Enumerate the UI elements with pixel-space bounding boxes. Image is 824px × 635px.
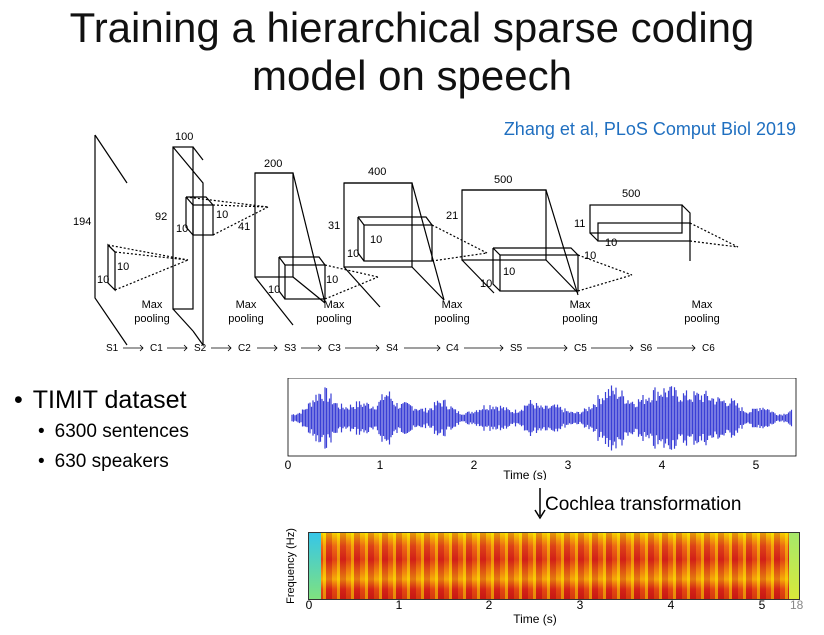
stage-label-4: C2 bbox=[238, 343, 251, 354]
slide-title: Training a hierarchical sparse coding mo… bbox=[0, 4, 824, 100]
layer-3-top-label: 400 bbox=[368, 166, 386, 178]
waveform-tick-1: 1 bbox=[377, 458, 384, 472]
layer-4-side-label: 21 bbox=[446, 210, 458, 222]
bullet-speakers: 630 speakers bbox=[38, 451, 189, 473]
stage-sequence: S1 C1 S2 C2 S3 C3 S4 C4 S5 C5 S6 C6 bbox=[106, 343, 715, 354]
spectrogram-xlabel: Time (s) bbox=[513, 612, 557, 626]
network-drawing bbox=[94, 134, 739, 347]
layer-4-filter-a: 10 bbox=[480, 278, 492, 290]
layer-1-filter-b: 10 bbox=[216, 209, 228, 221]
waveform-ticks: 0 1 2 3 4 5 bbox=[285, 458, 760, 472]
layer-4-filter-b: 10 bbox=[503, 266, 515, 278]
layer-1-top-label: 100 bbox=[175, 131, 193, 143]
layer-3-filter-b: 10 bbox=[370, 234, 382, 246]
layer-2-filter-b: 10 bbox=[326, 274, 338, 286]
waveform-tick-4: 4 bbox=[659, 458, 666, 472]
down-arrow-icon bbox=[534, 488, 546, 520]
pooling-3-line-1: Max bbox=[324, 299, 345, 311]
pooling-6-line-1: Max bbox=[692, 299, 713, 311]
layer-5-side-label: 11 bbox=[574, 218, 585, 230]
pooling-1-line-2: pooling bbox=[134, 313, 169, 325]
waveform-tick-5: 5 bbox=[753, 458, 760, 472]
spectrogram-tick-3: 3 bbox=[577, 598, 584, 612]
layer-1-side-label: 92 bbox=[155, 211, 167, 223]
layer-2-side-label: 41 bbox=[238, 221, 250, 233]
stage-label-2: C1 bbox=[150, 343, 163, 354]
spectrogram-tick-4: 4 bbox=[668, 598, 675, 612]
spectrogram-left-band bbox=[309, 533, 321, 599]
stage-label-1: S1 bbox=[106, 343, 119, 354]
layer-3-side-label: 31 bbox=[328, 220, 340, 232]
waveform-path bbox=[291, 385, 793, 451]
spectrogram-right-band bbox=[789, 533, 799, 599]
bullet-list: TIMIT dataset 6300 sentences 630 speaker… bbox=[14, 386, 189, 481]
layer-5-top-label: 500 bbox=[622, 188, 640, 200]
input-filter-label-a: 10 bbox=[97, 274, 109, 286]
pooling-3-line-2: pooling bbox=[316, 313, 351, 325]
spectrogram-tick-2: 2 bbox=[486, 598, 493, 612]
stage-label-7: S4 bbox=[386, 343, 399, 354]
page-number: 18 bbox=[790, 598, 804, 612]
spectrogram-axes: Frequency (Hz) 0 1 2 3 4 5 Time (s) bbox=[285, 528, 766, 626]
stage-label-6: C3 bbox=[328, 343, 341, 354]
input-filter-label-b: 10 bbox=[117, 261, 129, 273]
input-size-label: 194 bbox=[73, 216, 91, 228]
waveform-tick-2: 2 bbox=[471, 458, 478, 472]
cochlea-label: Cochlea transformation bbox=[545, 494, 742, 515]
spectrogram-tick-5: 5 bbox=[759, 598, 766, 612]
spectrogram-ticks: 0 1 2 3 4 5 bbox=[306, 598, 766, 612]
layer-1-filter-a: 10 bbox=[176, 223, 188, 235]
stage-label-8: C4 bbox=[446, 343, 459, 354]
spectrogram-tick-1: 1 bbox=[396, 598, 403, 612]
pooling-2-line-1: Max bbox=[236, 299, 257, 311]
spectrogram-image bbox=[308, 532, 800, 600]
pooling-1-line-1: Max bbox=[142, 299, 163, 311]
stage-label-10: C5 bbox=[574, 343, 587, 354]
spectrogram-ylabel: Frequency (Hz) bbox=[285, 528, 297, 604]
pooling-2-line-2: pooling bbox=[228, 313, 263, 325]
bullet-timit: TIMIT dataset bbox=[14, 386, 189, 415]
slide-title-line-1: Training a hierarchical sparse coding bbox=[69, 4, 755, 51]
bullet-sentences: 6300 sentences bbox=[38, 421, 189, 443]
layer-3-filter-a: 10 bbox=[347, 248, 359, 260]
layer-2-filter-a: 10 bbox=[268, 284, 280, 296]
pooling-4-line-2: pooling bbox=[434, 313, 469, 325]
stage-arrows bbox=[123, 344, 696, 352]
waveform-xlabel: Time (s) bbox=[503, 468, 547, 480]
stage-label-12: C6 bbox=[702, 343, 715, 354]
waveform-tick-3: 3 bbox=[565, 458, 572, 472]
citation: Zhang et al, PLoS Comput Biol 2019 bbox=[503, 119, 796, 139]
pooling-5-line-1: Max bbox=[570, 299, 591, 311]
stage-label-9: S5 bbox=[510, 343, 523, 354]
stage-label-3: S2 bbox=[194, 343, 207, 354]
waveform-trace bbox=[291, 385, 793, 451]
pooling-4-line-1: Max bbox=[442, 299, 463, 311]
stage-label-11: S6 bbox=[640, 343, 653, 354]
network-diagram: 194 10 10 100 92 10 10 200 41 10 10 400 … bbox=[73, 131, 739, 354]
layer-5-filter-b: 10 bbox=[605, 237, 617, 249]
stage-label-5: S3 bbox=[284, 343, 297, 354]
waveform-plot: 0 1 2 3 4 5 Time (s) bbox=[285, 378, 797, 480]
spectrogram-texture bbox=[309, 533, 799, 599]
waveform-tick-0: 0 bbox=[285, 458, 292, 472]
slide-title-line-2: model on speech bbox=[252, 52, 572, 99]
layer-4-top-label: 500 bbox=[494, 174, 512, 186]
layer-2-top-label: 200 bbox=[264, 158, 282, 170]
layer-5-filter-a: 10 bbox=[584, 250, 596, 262]
pooling-5-line-2: pooling bbox=[562, 313, 597, 325]
pooling-6-line-2: pooling bbox=[684, 313, 719, 325]
spectrogram-tick-0: 0 bbox=[306, 598, 313, 612]
